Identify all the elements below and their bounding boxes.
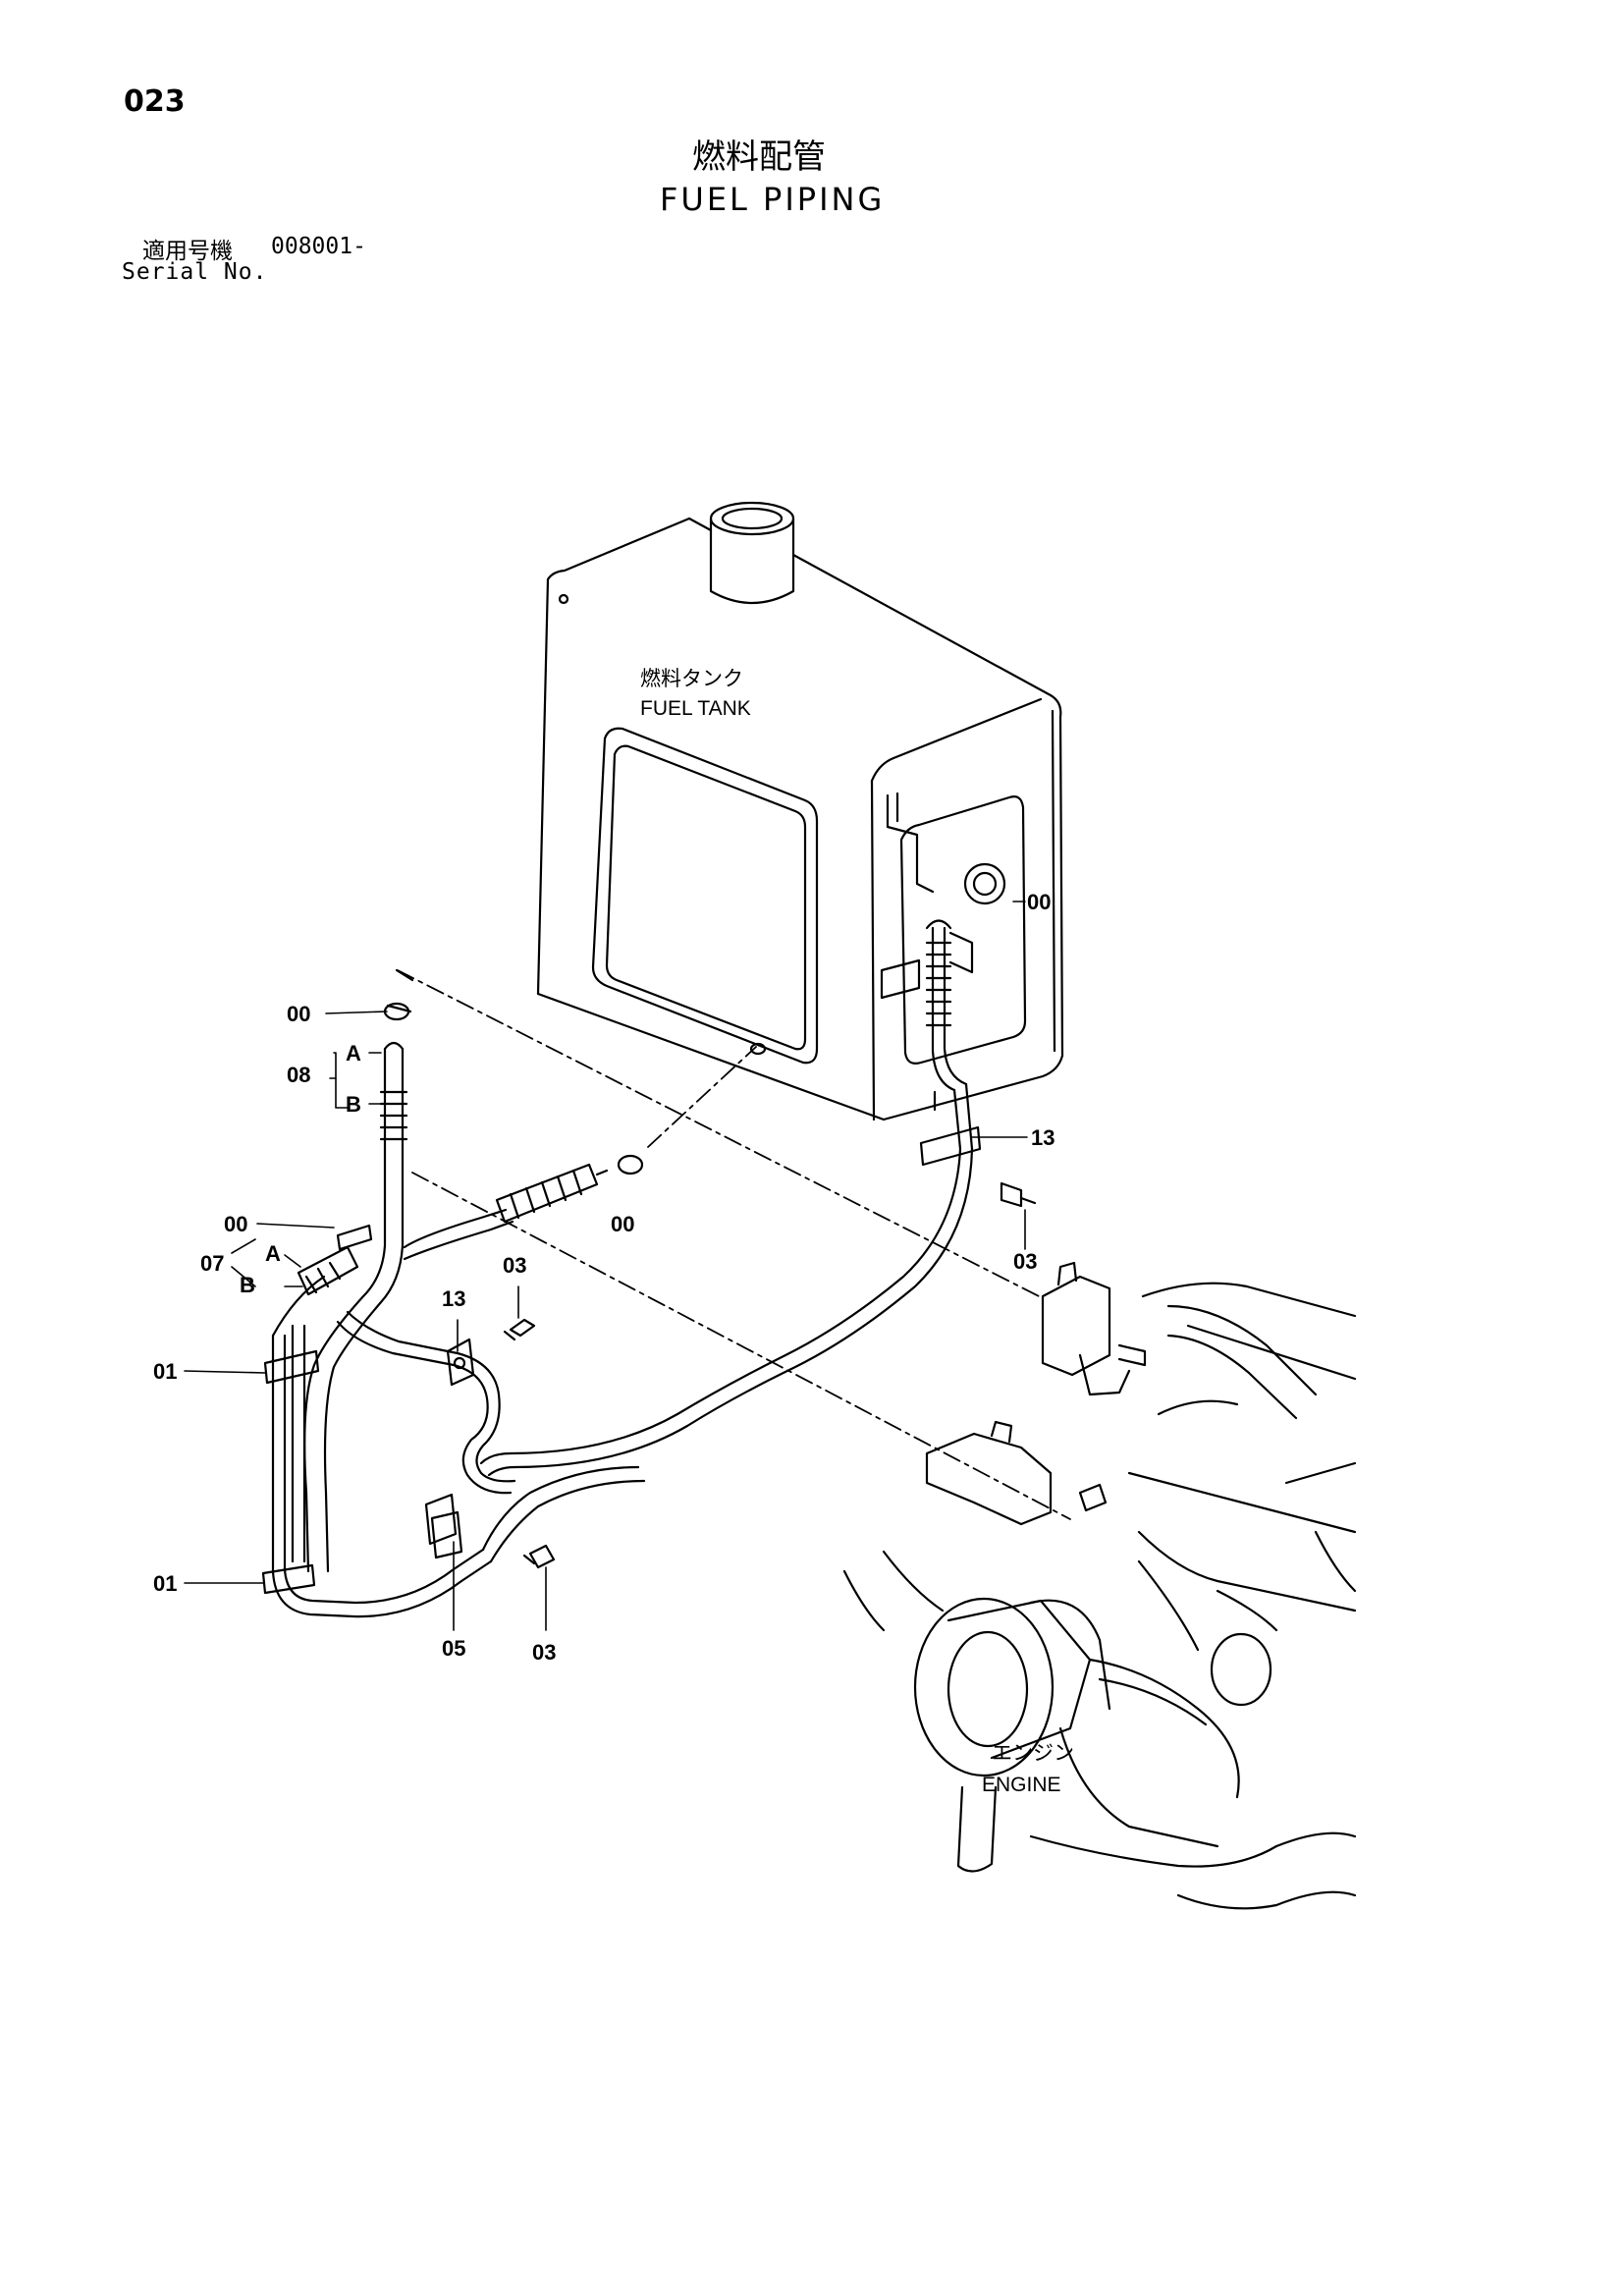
- callout-00-top: 00: [287, 1002, 310, 1026]
- callout-05: 05: [442, 1636, 465, 1661]
- fuel-tank-label-en: FUEL TANK: [640, 697, 751, 720]
- callout-08-b: B: [346, 1092, 361, 1117]
- tank-return-hose: [479, 919, 1037, 1477]
- callout-00-mid: 00: [224, 1212, 247, 1236]
- callout-08: 08: [287, 1063, 310, 1087]
- callout-08-a: A: [346, 1041, 361, 1066]
- leader-lines: [397, 969, 1071, 1520]
- fuel-tank: [536, 501, 1064, 1121]
- serial-label-ja: 適用号機: [142, 239, 233, 264]
- callout-13-right: 13: [1031, 1125, 1055, 1150]
- engine-label-ja: エンジン: [992, 1742, 1074, 1765]
- callout-01-upper: 01: [153, 1359, 177, 1384]
- callout-01-lower: 01: [153, 1571, 177, 1596]
- fuel-tank-label-ja: 燃料タンク: [640, 668, 743, 690]
- page-title-en: FUEL PIPING: [660, 181, 886, 218]
- left-piping: [261, 1002, 646, 1618]
- callout-13-left: 13: [442, 1286, 465, 1311]
- callout-07-a: A: [265, 1241, 281, 1266]
- engine-label-en: ENGINE: [982, 1774, 1061, 1796]
- serial-number-value: 008001-: [271, 234, 366, 259]
- callout-03-left-lower: 03: [532, 1640, 556, 1665]
- page-title-ja: 燃料配管: [692, 137, 826, 177]
- engine: [842, 1261, 1357, 1910]
- callout-00-center: 00: [611, 1212, 634, 1236]
- serial-label-en: Serial No.: [122, 259, 268, 285]
- callout-03-left-upper: 03: [503, 1253, 526, 1278]
- callout-03-right: 03: [1013, 1249, 1037, 1274]
- callout-00-tank: 00: [1027, 890, 1051, 914]
- leader-stub: [395, 968, 414, 982]
- callout-07: 07: [200, 1251, 224, 1276]
- callout-leaders: [184, 901, 1028, 1631]
- callout-07-b: B: [240, 1273, 255, 1297]
- page-number: 023: [124, 84, 186, 119]
